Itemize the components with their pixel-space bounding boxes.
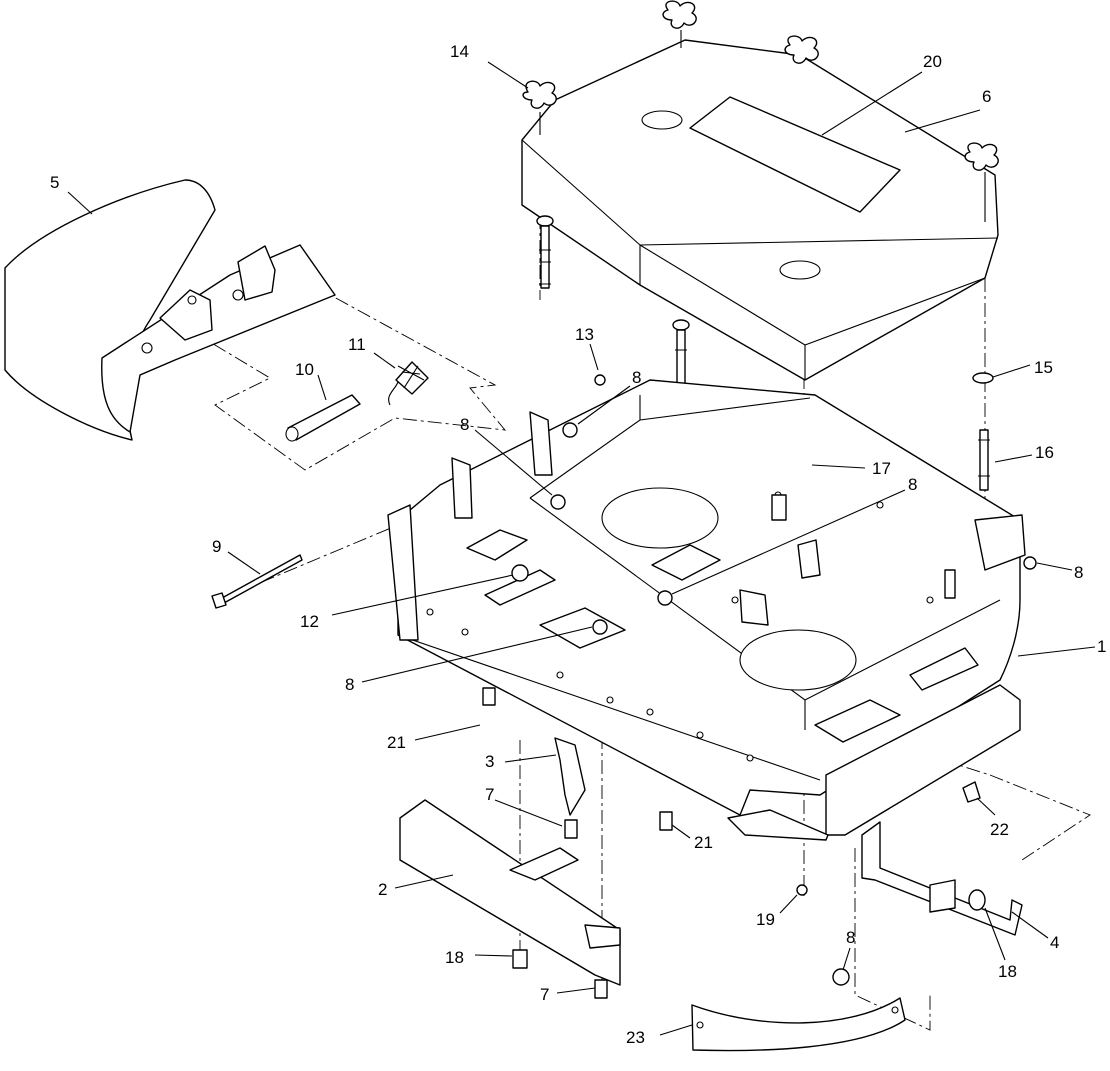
part-11-spring [388, 361, 429, 406]
part-18-knob [968, 889, 986, 911]
callout-8-c: 8 [908, 475, 917, 494]
part-5-deflector [4, 179, 336, 441]
callout-19: 19 [756, 910, 775, 929]
part-8-nut [657, 590, 673, 606]
knob-icon [964, 142, 999, 222]
callout-20: 20 [923, 52, 942, 71]
part-10-rod [285, 394, 361, 442]
part-13-bolt [594, 374, 606, 386]
callout-15: 15 [1034, 358, 1053, 377]
part-8-nut [592, 619, 608, 635]
part-2-bar [399, 799, 621, 999]
knob-icon [522, 80, 557, 135]
callout-8-e: 8 [345, 675, 354, 694]
callout-22: 22 [990, 820, 1009, 839]
hardware-nuts [511, 374, 1037, 986]
part-4-hanger [861, 821, 1023, 936]
part-20-decal [689, 96, 901, 213]
knob-icon [784, 35, 819, 64]
callout-2: 2 [378, 880, 387, 899]
leader-lines [67, 61, 1096, 1036]
callout-7-b: 7 [540, 985, 549, 1004]
part-6-cover [521, 39, 999, 381]
knob-icon [662, 0, 697, 48]
callout-8-d: 8 [1074, 563, 1083, 582]
part-15-washer [972, 372, 994, 384]
part-8-nut [832, 968, 850, 986]
callout-14: 14 [450, 42, 469, 61]
callout-9: 9 [212, 537, 221, 556]
part-12-bolt [511, 564, 529, 582]
callout-5: 5 [50, 173, 59, 192]
callout-3: 3 [485, 752, 494, 771]
callout-21-a: 21 [387, 733, 406, 752]
part-8-nut [562, 422, 578, 438]
callout-18-b: 18 [445, 948, 464, 967]
callout-16: 16 [1035, 443, 1054, 462]
part-22-bolt [962, 781, 981, 803]
callout-8-b: 8 [460, 415, 469, 434]
callout-4: 4 [1050, 933, 1059, 952]
callout-23: 23 [626, 1028, 645, 1047]
part-23-strip [691, 997, 906, 1052]
part-8-nut [550, 494, 566, 510]
part-14-knobs [522, 0, 999, 222]
callout-6: 6 [982, 87, 991, 106]
callout-10: 10 [295, 360, 314, 379]
part-7-bolt [594, 979, 608, 999]
part-7-bolt [564, 819, 578, 839]
part-16-stud [979, 429, 989, 491]
callout-7-a: 7 [485, 785, 494, 804]
callout-12: 12 [300, 612, 319, 631]
callout-8-f: 8 [846, 928, 855, 947]
callout-17: 17 [872, 459, 891, 478]
callout-8-a: 8 [632, 368, 641, 387]
part-8-nut [1023, 556, 1037, 570]
part-18-bolt [512, 949, 528, 969]
callout-11: 11 [348, 335, 366, 354]
part-3-bracket [554, 737, 586, 839]
part-9-pin [211, 554, 303, 609]
callout-18-a: 18 [998, 962, 1017, 981]
part-1-housing [387, 379, 1026, 841]
callout-labels: 14 20 6 5 13 11 10 8 15 8 16 17 8 9 8 12… [50, 42, 1106, 1047]
callout-1: 1 [1097, 637, 1106, 656]
part-21-bolts [482, 687, 673, 831]
callout-21-b: 21 [694, 833, 713, 852]
part-19-nut [796, 884, 808, 896]
callout-13: 13 [575, 325, 594, 344]
